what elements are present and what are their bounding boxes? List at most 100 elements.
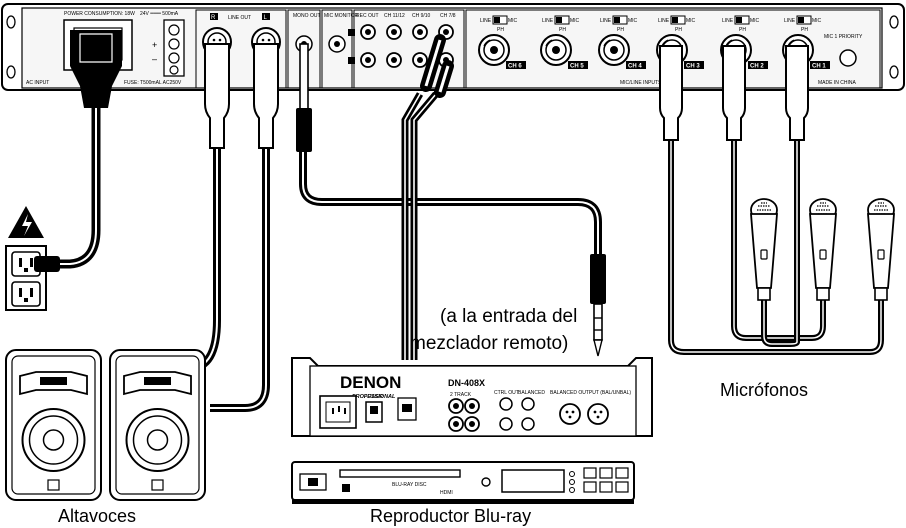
mono-out-cable <box>299 150 602 256</box>
denon-brand: DENON <box>340 373 401 392</box>
switch-caption-ph: PH <box>617 27 624 33</box>
switch-caption-mic: MIC <box>508 18 518 24</box>
channel-label: CH 1 <box>812 64 826 70</box>
remote-trs-plug <box>590 254 606 357</box>
channel-label: CH 2 <box>750 64 764 70</box>
bluray-player: BLU-RAY DISC HDMI <box>291 461 635 504</box>
plus-terminal-label: + <box>152 40 157 50</box>
bluray-btn-2[interactable] <box>599 467 613 479</box>
line-out-r-marker: R <box>211 15 216 21</box>
rca-cables <box>401 91 439 360</box>
switch-caption-ph: PH <box>497 27 504 33</box>
channel-tag-2 <box>568 61 588 69</box>
ch1-line-mic-switch[interactable] <box>796 15 812 25</box>
denon-input2-l-jack[interactable] <box>464 398 480 414</box>
bluray-hdmi-label: HDMI <box>440 490 453 496</box>
rec-out-l-jack[interactable] <box>360 24 376 40</box>
denon-ctrl-out-label: CTRL OUT <box>494 390 519 396</box>
rec-out-r-jack[interactable] <box>360 52 376 68</box>
line-out-right-cable <box>175 148 221 372</box>
bluray-btn-3[interactable] <box>615 467 629 479</box>
speaker-left <box>5 349 102 501</box>
denon-ctrl-out-r-jack[interactable] <box>499 417 513 431</box>
denon-input-l-jack[interactable] <box>448 398 464 414</box>
microphone-2 <box>809 198 837 301</box>
microphone-3 <box>867 198 895 301</box>
mono-out-plug <box>296 43 312 152</box>
switch-caption-mic: MIC <box>750 18 760 24</box>
denon-ctrl-out-l-jack[interactable] <box>499 397 513 411</box>
remote-mixer-label-line1: (a la entrada del <box>440 306 578 327</box>
bluray-disc-tray[interactable] <box>339 469 461 478</box>
made-in-label: MADE IN CHINA <box>818 80 856 86</box>
switch-caption-mic: MIC <box>812 18 822 24</box>
channel-label: CH 6 <box>508 64 522 70</box>
ch3-line-mic-switch[interactable] <box>670 15 686 25</box>
denon-bal-l-jack[interactable] <box>521 397 535 411</box>
rec-out-label: REC OUT <box>356 13 379 19</box>
denon-input-r-jack[interactable] <box>448 416 464 432</box>
ch4-line-mic-switch[interactable] <box>612 15 628 25</box>
switch-caption-line: LINE <box>542 18 554 24</box>
mic1-priority-knob[interactable] <box>839 49 857 67</box>
power-consumption-label: POWER CONSUMPTION: 18W <box>64 11 135 17</box>
line-out-plugs <box>204 43 279 149</box>
bluray-btn-4[interactable] <box>583 481 597 493</box>
bluray-btn-1[interactable] <box>583 467 597 479</box>
denon-input-label: 2 TRACK <box>450 392 472 398</box>
denon-xlr-out-r-jack[interactable] <box>587 403 609 425</box>
ch5-combo-jack[interactable] <box>540 34 572 66</box>
switch-caption-mic: MIC <box>570 18 580 24</box>
bluray-label: Reproductor Blu-ray <box>370 506 532 526</box>
switch-caption-line: LINE <box>658 18 670 24</box>
denon-power-label: POWER <box>364 394 383 400</box>
bluray-display <box>501 469 565 493</box>
switch-caption-ph: PH <box>739 27 746 33</box>
line-out-label: LINE OUT <box>228 15 251 21</box>
denon-xlr-out-l-jack[interactable] <box>559 403 581 425</box>
switch-caption-line: LINE <box>722 18 734 24</box>
speaker-right <box>109 349 206 501</box>
bluray-btn-6[interactable] <box>615 481 629 493</box>
denon-sub: PROFESSIONAL <box>352 394 396 400</box>
switch-caption-mic: MIC <box>628 18 638 24</box>
line-out-l-marker: L <box>264 15 268 21</box>
line-out-left-cable <box>210 148 270 412</box>
mono-out-label: MONO OUT <box>293 13 321 19</box>
switch-caption-ph: PH <box>801 27 808 33</box>
ch-9-10-label: CH 9/10 <box>412 13 431 19</box>
denon-dn408x: DENON PROFESSIONAL DN-408X POWER 2 TRACK… <box>291 357 653 437</box>
bluray-usb-port[interactable] <box>342 484 350 492</box>
denon-input2-r-jack[interactable] <box>464 416 480 432</box>
channel-label: CH 3 <box>686 64 700 70</box>
ch-11-12-l-jack[interactable] <box>386 24 402 40</box>
ch-11-12-r-jack[interactable] <box>386 52 402 68</box>
ch6-line-mic-switch[interactable] <box>492 15 508 25</box>
channel-label: CH 4 <box>628 64 642 70</box>
ch-7-8-label: CH 7/8 <box>440 13 456 19</box>
speakers-label: Altavoces <box>58 506 137 526</box>
minus-terminal-label: – <box>152 54 157 64</box>
ch6-combo-jack[interactable] <box>478 34 510 66</box>
wall-outlet-icon <box>5 245 60 311</box>
ch-9-10-r-jack[interactable] <box>412 52 428 68</box>
mic1-priority-label: MIC 1 PRIORITY <box>824 34 863 40</box>
ch4-combo-jack[interactable] <box>598 34 630 66</box>
switch-caption-line: LINE <box>480 18 492 24</box>
power-cable <box>41 103 101 269</box>
ch2-line-mic-switch[interactable] <box>734 15 750 25</box>
ac-input-label: AC INPUT <box>26 80 49 86</box>
channel-tag-3 <box>626 61 646 69</box>
remote-mixer-label-line2: mezclador remoto) <box>410 333 569 354</box>
bluray-btn-5[interactable] <box>599 481 613 493</box>
channel-tag-4 <box>684 61 704 69</box>
ch5-line-mic-switch[interactable] <box>554 15 570 25</box>
ch-11-12-label: CH 11/12 <box>384 13 405 19</box>
bluray-disc-label: BLU-RAY DISC <box>392 482 427 488</box>
denon-bal-r-jack[interactable] <box>521 417 535 431</box>
channel-tag-5 <box>748 61 768 69</box>
ch-9-10-l-jack[interactable] <box>412 24 428 40</box>
channel-tag-1 <box>506 61 526 69</box>
